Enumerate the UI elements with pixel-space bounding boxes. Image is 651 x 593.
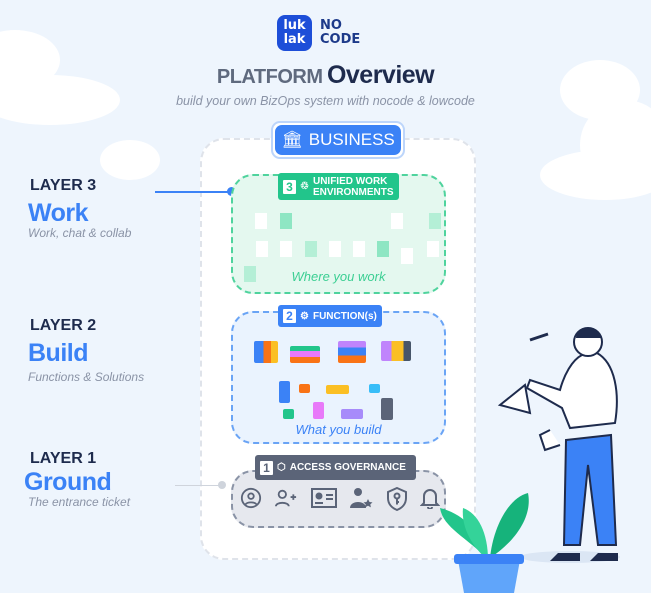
cube-icon: ⬡ [277, 462, 286, 473]
cloud-decoration [100, 140, 160, 180]
id-card-icon [310, 488, 337, 508]
layer2-tag: 2⚙FUNCTION(s) [278, 305, 382, 327]
person-illustration [497, 327, 620, 563]
layer1-tag: 1⬡ACCESS GOVERNANCE [255, 455, 416, 480]
layer1-label: LAYER 1 [30, 450, 97, 467]
business-badge: 🏛BUSINESS [271, 121, 405, 159]
page-subtitle: build your own BizOps system with nocode… [176, 94, 475, 108]
shield-key-icon [386, 487, 407, 511]
brain-icon: ⚙ [300, 310, 309, 322]
plant-illustration [440, 493, 529, 593]
collaboration-icon: ♲ [300, 181, 309, 192]
layer3-name: Work [28, 199, 89, 227]
connector-dot [218, 481, 226, 489]
function-block [290, 346, 320, 363]
layer1-connector [175, 485, 223, 486]
function-block [254, 341, 278, 363]
layer3-caption: Where you work [291, 269, 386, 284]
access-icons [240, 487, 440, 511]
cloud-decoration [540, 150, 651, 200]
layer2-caption: What you build [295, 422, 382, 437]
add-user-icon [275, 489, 297, 507]
layer1-desc: The entrance ticket [28, 495, 131, 509]
layer1-name: Ground [24, 468, 112, 496]
layer3-label: LAYER 3 [30, 177, 97, 194]
layer2-desc: Functions & Solutions [28, 370, 145, 384]
function-block [338, 341, 366, 363]
function-block [381, 341, 411, 361]
user-circle-icon [240, 487, 262, 509]
bank-icon: 🏛 [281, 130, 303, 149]
bell-icon [419, 489, 440, 509]
layer2-name: Build [28, 339, 89, 367]
layer3-connector [155, 191, 233, 193]
cloud-decoration [0, 75, 120, 125]
layer2-label: LAYER 2 [30, 317, 97, 334]
page-title: PLATFORM Overview [216, 61, 435, 89]
layer3-desc: Work, chat & collab [28, 226, 132, 240]
user-star-icon [350, 488, 373, 508]
layer2-box [231, 311, 446, 444]
